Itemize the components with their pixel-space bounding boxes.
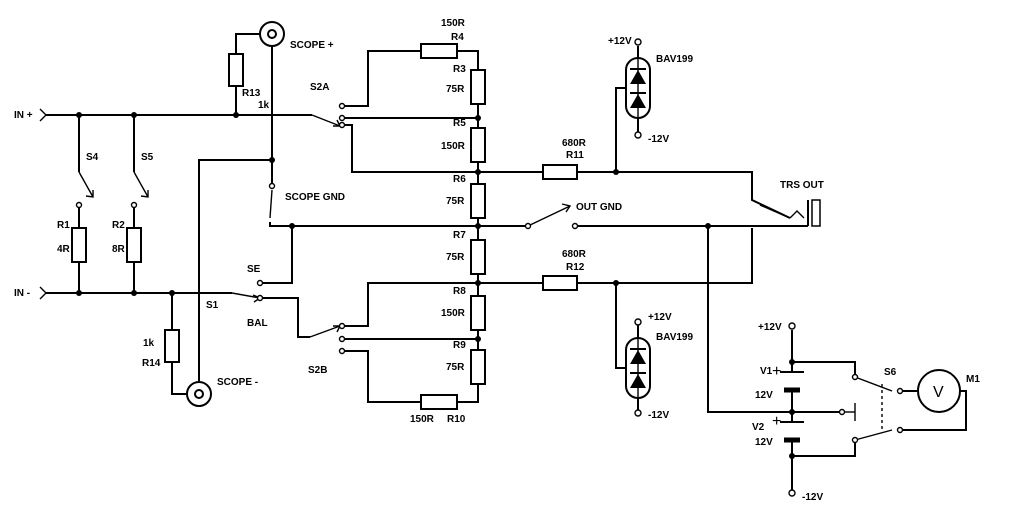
- resistor-r7: [470, 239, 486, 275]
- label-bav199-bottom: BAV199: [656, 332, 693, 343]
- label-out-gnd: OUT GND: [576, 202, 622, 213]
- bnc-scope-minus: [186, 381, 212, 407]
- label-in-minus: IN -: [14, 288, 30, 299]
- label-s1: S1: [206, 300, 219, 311]
- label-r14-value: 1k: [143, 338, 155, 349]
- resistor-r14: [164, 329, 180, 363]
- label-bav199-top: BAV199: [656, 54, 693, 65]
- label-r2-value: 8R: [112, 244, 126, 255]
- label-r5-name: R5: [453, 118, 466, 129]
- voltmeter-m1: [917, 369, 961, 413]
- resistor-r6: [470, 183, 486, 219]
- label-plus12-mid: +12V: [648, 312, 672, 323]
- label-r9-value: 75R: [446, 362, 465, 373]
- label-r8-value: 150R: [441, 308, 466, 319]
- resistor-r1: [71, 227, 87, 263]
- label-v2: V2: [752, 422, 765, 433]
- label-r10-name: R10: [447, 414, 466, 425]
- label-scope-plus: SCOPE +: [290, 40, 334, 51]
- label-r8-name: R8: [453, 286, 466, 297]
- label-r4-name: R4: [451, 32, 464, 43]
- resistor-r12: [542, 275, 578, 291]
- resistor-r2: [126, 227, 142, 263]
- resistor-r4: [420, 43, 458, 59]
- resistor-r3: [470, 69, 486, 105]
- label-v1-value: 12V: [755, 390, 773, 401]
- battery-v2-plus: +: [772, 413, 781, 430]
- label-r12-name: R12: [566, 262, 585, 273]
- label-scope-minus: SCOPE -: [217, 377, 258, 388]
- label-r6-name: R6: [453, 174, 466, 185]
- resistor-bodies: [71, 43, 578, 410]
- bnc-scope-plus: [259, 21, 285, 47]
- label-s2a: S2A: [310, 82, 329, 93]
- label-minus12-batt: -12V: [802, 492, 823, 503]
- label-trs-out: TRS OUT: [780, 180, 824, 191]
- label-bal: BAL: [247, 318, 268, 329]
- label-s6: S6: [884, 367, 897, 378]
- label-r14-name: R14: [142, 358, 161, 369]
- labels: IN + IN - SCOPE + SCOPE - SCOPE GND OUT …: [14, 18, 980, 503]
- battery-v2: [780, 421, 804, 443]
- label-r3-value: 75R: [446, 84, 465, 95]
- trs-jack: [759, 199, 821, 227]
- junction-dots: [76, 112, 795, 459]
- label-s4: S4: [86, 152, 99, 163]
- label-r12-value: 680R: [562, 249, 587, 260]
- resistor-r10: [420, 394, 458, 410]
- label-r4-value: 150R: [441, 18, 466, 29]
- label-plus12-top: +12V: [608, 36, 632, 47]
- label-m1: M1: [966, 374, 980, 385]
- label-minus12-mid: -12V: [648, 410, 669, 421]
- label-in-plus: IN +: [14, 110, 33, 121]
- label-r7-value: 75R: [446, 252, 465, 263]
- label-r7-name: R7: [453, 230, 466, 241]
- label-r13-name: R13: [242, 88, 261, 99]
- resistor-r8: [470, 295, 486, 331]
- meter-symbol: V: [933, 384, 944, 401]
- label-r6-value: 75R: [446, 196, 465, 207]
- resistor-r13: [228, 53, 244, 87]
- label-r9-name: R9: [453, 340, 466, 351]
- label-r10-value: 150R: [410, 414, 435, 425]
- switch-contacts: [75, 38, 904, 497]
- battery-v1-plus: +: [772, 363, 781, 380]
- label-r5-value: 150R: [441, 141, 466, 152]
- diode-bav199-bottom: [625, 337, 651, 399]
- label-r11-name: R11: [566, 150, 584, 161]
- label-minus12-top: -12V: [648, 134, 669, 145]
- resistor-r9: [470, 349, 486, 385]
- diode-bav199-top: [625, 57, 651, 119]
- label-r3-name: R3: [453, 64, 466, 75]
- label-r11-value: 680R: [562, 138, 587, 149]
- wires: [46, 33, 967, 490]
- label-r1-value: 4R: [57, 244, 71, 255]
- label-s5: S5: [141, 152, 154, 163]
- input-arrows: [39, 108, 47, 300]
- label-r13-value: 1k: [258, 100, 270, 111]
- resistor-r5: [470, 127, 486, 163]
- label-plus12-batt: +12V: [758, 322, 782, 333]
- label-se: SE: [247, 264, 261, 275]
- label-v2-value: 12V: [755, 437, 773, 448]
- label-r1-name: R1: [57, 220, 70, 231]
- label-v1: V1: [760, 366, 773, 377]
- label-scope-gnd: SCOPE GND: [285, 192, 345, 203]
- battery-v1: [780, 371, 804, 393]
- label-r2-name: R2: [112, 220, 125, 231]
- label-s2b: S2B: [308, 365, 327, 376]
- resistor-r11: [542, 164, 578, 180]
